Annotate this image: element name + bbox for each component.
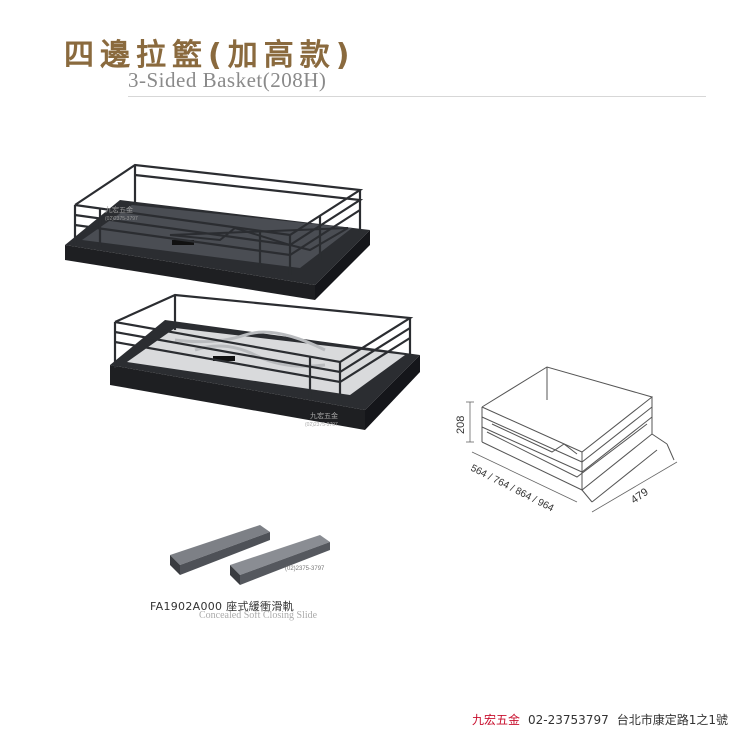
depth-dimension-label: 479 bbox=[629, 486, 651, 506]
page-subtitle: 3-Sided Basket(208H) bbox=[128, 68, 327, 92]
footer-contact: 九宏五金 02-23753797 台北市康定路1之1號 bbox=[472, 711, 728, 728]
basket-watermark-phone: (02)2375-3797 bbox=[105, 216, 138, 222]
title-divider bbox=[128, 96, 706, 97]
basket-photo-dark-floor: 九宏五金 (02)2375-3797 bbox=[60, 150, 380, 310]
slide-watermark-phone: (02)2375-3797 bbox=[285, 566, 325, 572]
slide-product-name-en: Concealed Soft Closing Slide bbox=[199, 610, 318, 621]
slide-product-code: FA1902A000 座式緩衝滑軌 bbox=[150, 600, 294, 613]
height-dimension-label: 208 bbox=[455, 416, 467, 434]
basket-bottom-watermark-phone: (02)2375-3797 bbox=[305, 422, 338, 428]
basket-watermark-brand: 九宏五金 bbox=[105, 205, 133, 214]
slide-rails-illustration: (02)2375-3797 bbox=[170, 525, 330, 585]
footer-address: 台北市康定路1之1號 bbox=[616, 713, 728, 727]
basket-bottom-watermark-brand: 九宏五金 bbox=[310, 411, 338, 420]
basket-marble-illustration: 九宏五金 (02)2375-3797 bbox=[110, 293, 420, 430]
footer-brand: 九宏五金 bbox=[472, 713, 521, 727]
basket-dark-illustration: 九宏五金 (02)2375-3797 bbox=[65, 163, 370, 300]
page-title: 四邊拉籃(加高款) bbox=[64, 38, 356, 73]
footer-phone: 02-23753797 bbox=[528, 713, 609, 727]
slide-rails-photo: (02)2375-3797 bbox=[165, 510, 335, 590]
dimension-diagram: 208 564 / 764 / 864 / 964 479 bbox=[452, 352, 702, 542]
basket-photo-marble-floor: 九宏五金 (02)2375-3797 bbox=[105, 290, 425, 440]
dimension-line-drawing: 208 564 / 764 / 864 / 964 479 bbox=[455, 366, 678, 515]
